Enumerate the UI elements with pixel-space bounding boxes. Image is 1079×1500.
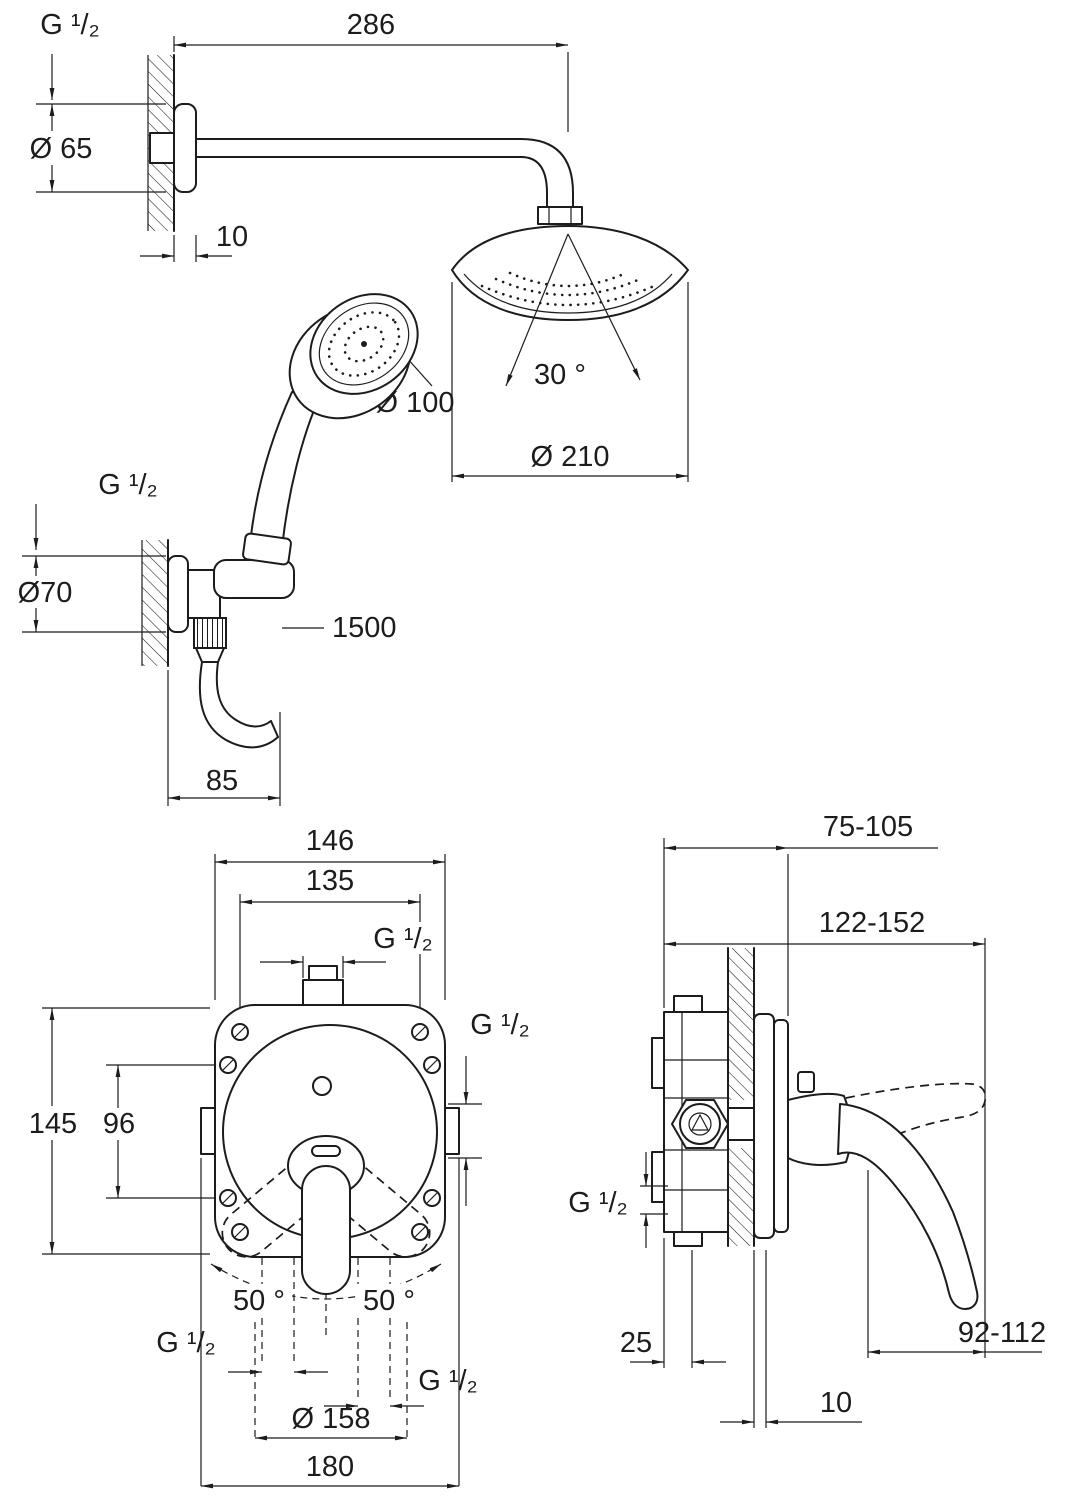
- plate-width-label: 146: [306, 825, 354, 857]
- side-thread-label: G ¹/₂: [568, 1187, 628, 1219]
- lever-projection-label: 92-112: [958, 1317, 1046, 1349]
- lever-set-screw: [797, 1071, 815, 1093]
- dim-lever-swing: 50 ° 50 °: [210, 1263, 442, 1317]
- spray-angle-label: 30 °: [534, 359, 586, 391]
- pilot-hole: [312, 1076, 332, 1096]
- wall-offset-label: 85: [206, 765, 238, 797]
- arm-length-label: 286: [347, 9, 395, 41]
- elbow-diameter-label: Ø70: [18, 577, 73, 609]
- head-diameter-label: Ø 210: [531, 441, 610, 473]
- dim-arm-length: 286: [173, 9, 569, 132]
- thread-right-label: G ¹/₂: [470, 1009, 530, 1041]
- view-head-shower: 286 G ¹/₂ Ø 65 10 30 ° Ø 100: [24, 9, 689, 482]
- rough-in-body: [651, 995, 729, 1247]
- thread-top-label: G ¹/₂: [373, 923, 433, 955]
- screw-spacing-horizontal-label: 135: [306, 865, 354, 897]
- dim-spray-angle: 30 °: [505, 233, 641, 391]
- holder-bracket: [213, 559, 295, 599]
- dim-elbow-diameter: Ø70: [12, 555, 166, 633]
- hand-shower-handle: [249, 391, 321, 549]
- wall-section-side: [727, 947, 755, 1247]
- shower-hose: [198, 661, 279, 749]
- mounting-screw: [423, 1056, 441, 1074]
- spray-nozzle-dots: [480, 271, 656, 307]
- shower-head: [451, 225, 689, 321]
- handle-cone-nut: [242, 532, 292, 566]
- dim-rough-in-depth: 25: [620, 1238, 726, 1368]
- dim-screw-spacing-vertical: 96: [96, 1064, 216, 1199]
- install-depth-label: 75-105: [823, 811, 913, 843]
- dim-lever-projection: 92-112: [867, 1170, 1046, 1358]
- mixer-lever: [287, 1135, 365, 1295]
- mounting-screw: [231, 1023, 249, 1041]
- dim-plate-height: 145: [22, 1007, 210, 1255]
- flange-depth-label: 10: [216, 221, 248, 253]
- wall-section-hand: [141, 539, 169, 667]
- elbow-flange: [167, 555, 189, 633]
- dim-overall-depth: 122-152: [664, 907, 986, 1358]
- mounting-screw: [219, 1056, 237, 1074]
- dim-thread-bottom-right: G ¹/₂: [324, 1365, 478, 1409]
- dim-plate-width: 146: [214, 825, 446, 1000]
- hand-shower-head: [288, 293, 419, 420]
- dim-install-depth: 75-105: [663, 811, 938, 1016]
- lever-swing-right-label: 50 °: [363, 1285, 415, 1317]
- mounting-screws: [219, 1023, 441, 1241]
- side-escutcheon: [753, 1013, 775, 1239]
- overall-depth-label: 122-152: [819, 907, 925, 939]
- overall-width-label: 180: [306, 1451, 354, 1483]
- plate-gap-label: 10: [820, 1387, 852, 1419]
- trim-diameter-label: Ø 158: [292, 1403, 371, 1435]
- dim-screw-spacing-horizontal: 135: [239, 865, 421, 1020]
- dim-thread-right-front: G ¹/₂: [448, 1009, 530, 1206]
- side-trim-plate: [773, 1019, 789, 1233]
- view-mixer-front: 146 135 G ¹/₂: [22, 825, 530, 1489]
- mounting-screw: [231, 1223, 249, 1241]
- dim-hose-length: 1500: [282, 612, 397, 644]
- mounting-screw: [411, 1223, 429, 1241]
- dim-thread-side: G ¹/₂: [568, 1152, 668, 1248]
- arm-wall-flange: [173, 103, 197, 193]
- dim-thread-top-front: G ¹/₂: [260, 922, 442, 978]
- rough-in-depth-label: 25: [620, 1327, 652, 1359]
- arm-union-nut: [149, 132, 175, 164]
- shower-arm: [195, 138, 583, 225]
- top-port: [302, 979, 344, 1007]
- mounting-screw: [411, 1023, 429, 1041]
- side-port-right: [444, 1107, 460, 1155]
- dim-trim-diameter: Ø 158: [254, 1322, 408, 1441]
- hose-connector: [193, 617, 227, 663]
- mounting-screw: [219, 1189, 237, 1207]
- dim-thread-hand: G ¹/₂: [33, 469, 158, 550]
- lever-swing-left-label: 50 °: [233, 1285, 285, 1317]
- dim-head-diameter: Ø 210: [451, 282, 689, 482]
- dim-thread-head: G ¹/₂: [40, 9, 100, 100]
- dim-overall-width: 180: [200, 1158, 460, 1489]
- hand-thread-label: G ¹/₂: [98, 469, 158, 501]
- side-lever: [787, 1071, 987, 1310]
- dim-thread-bottom-left: G ¹/₂: [156, 1327, 328, 1375]
- dim-flange-depth: 10: [140, 221, 248, 262]
- side-port-left: [200, 1107, 216, 1155]
- dim-flange-diameter: Ø 65: [24, 103, 166, 193]
- thread-bottom-left-label: G ¹/₂: [156, 1327, 216, 1359]
- dim-plate-gap: 10: [720, 1250, 862, 1428]
- thread-bottom-right-label: G ¹/₂: [418, 1365, 478, 1397]
- hose-length-label: 1500: [332, 612, 397, 644]
- plate-height-label: 145: [29, 1108, 77, 1140]
- dim-wall-offset: 85: [167, 670, 281, 806]
- head-thread-label: G ¹/₂: [40, 9, 100, 41]
- mounting-screw: [423, 1189, 441, 1207]
- top-port-collar: [308, 965, 338, 981]
- flange-diameter-label: Ø 65: [30, 133, 93, 165]
- view-mixer-side: 75-105 122-152 G ¹/₂ 25 10: [568, 811, 1046, 1428]
- view-hand-shower: G ¹/₂ Ø70 1500 85: [12, 293, 419, 806]
- screw-spacing-vertical-label: 96: [103, 1108, 135, 1140]
